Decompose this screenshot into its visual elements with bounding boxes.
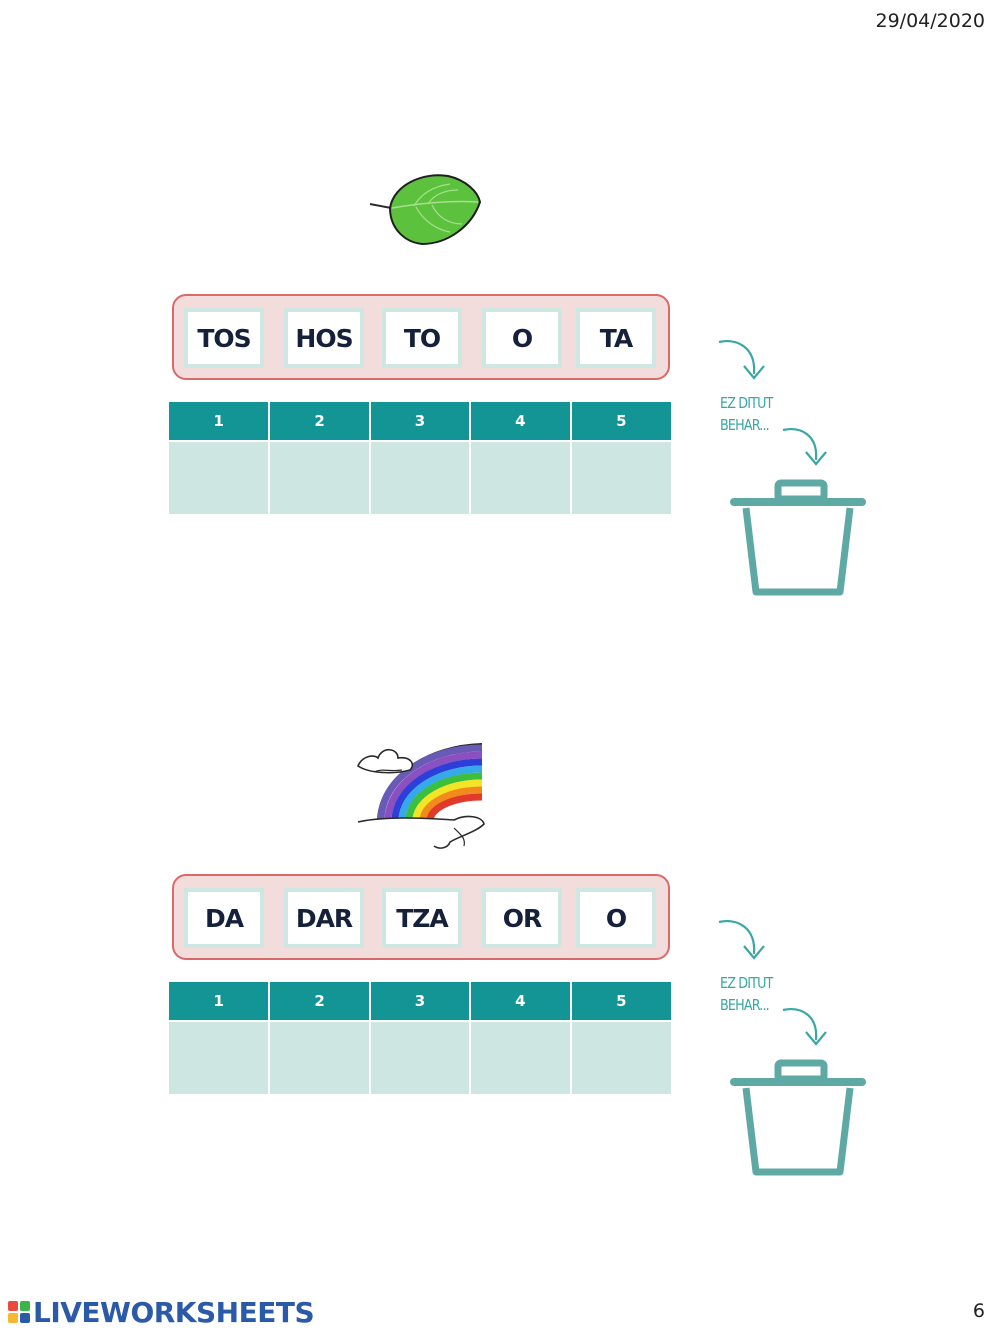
syllable-tile[interactable]: TOS — [184, 308, 264, 368]
syllable-tile[interactable]: TO — [382, 308, 462, 368]
curved-arrow-icon — [782, 1008, 827, 1046]
drop-slot[interactable] — [169, 440, 270, 514]
syllable-tile[interactable]: HOS — [284, 308, 364, 368]
logo-square — [20, 1301, 30, 1311]
drop-slot[interactable] — [268, 1020, 370, 1094]
logo-square — [20, 1313, 30, 1323]
logo-mark-icon — [8, 1301, 30, 1323]
syllable-tile[interactable]: DA — [184, 888, 264, 948]
discard-note-line: BEHAR... — [720, 996, 770, 1014]
column-header: 5 — [569, 402, 671, 441]
syllable-tile[interactable]: OR — [482, 888, 562, 948]
trash-bin-icon[interactable] — [730, 1058, 866, 1180]
syllable-tray: DA DAR TZA OR O — [172, 874, 670, 960]
drop-slot[interactable] — [469, 1020, 571, 1094]
column-header: 3 — [368, 402, 471, 441]
curved-arrow-icon — [718, 920, 765, 960]
syllable-tile[interactable]: TZA — [382, 888, 462, 948]
discard-note: EZ DITUT BEHAR... — [720, 392, 773, 436]
rainbow-picture — [357, 743, 485, 849]
column-header: 2 — [268, 402, 370, 441]
liveworksheets-logo[interactable]: LIVEWORKSHEETS — [8, 1295, 315, 1329]
column-header: 2 — [268, 982, 370, 1021]
drop-slot[interactable] — [169, 1020, 270, 1094]
drop-slot[interactable] — [469, 440, 571, 514]
leaf-picture — [369, 174, 482, 246]
column-header: 3 — [368, 982, 471, 1021]
discard-note-line: EZ DITUT — [720, 974, 773, 992]
logo-square — [8, 1301, 18, 1311]
answer-table: 1 2 3 4 5 — [169, 402, 671, 514]
trash-bin-icon[interactable] — [730, 478, 866, 600]
curved-arrow-icon — [718, 340, 765, 380]
column-header: 5 — [569, 982, 671, 1021]
syllable-tile[interactable]: O — [576, 888, 656, 948]
drop-slot[interactable] — [569, 440, 671, 514]
column-header: 1 — [169, 402, 270, 441]
column-header: 1 — [169, 982, 270, 1021]
discard-note: EZ DITUT BEHAR... — [720, 972, 773, 1016]
date-label: 29/04/2020 — [875, 10, 985, 32]
drop-slot[interactable] — [368, 1020, 471, 1094]
drop-slot[interactable] — [368, 440, 471, 514]
syllable-tray: TOS HOS TO O TA — [172, 294, 670, 380]
logo-square — [8, 1313, 18, 1323]
curved-arrow-icon — [782, 428, 827, 466]
logo-text: LIVEWORKSHEETS — [33, 1295, 315, 1329]
column-header: 4 — [469, 402, 571, 441]
answer-table: 1 2 3 4 5 — [169, 982, 671, 1094]
column-header: 4 — [469, 982, 571, 1021]
drop-slot[interactable] — [268, 440, 370, 514]
syllable-tile[interactable]: O — [482, 308, 562, 368]
page-number: 6 — [972, 1300, 985, 1322]
syllable-tile[interactable]: DAR — [284, 888, 364, 948]
discard-note-line: BEHAR... — [720, 416, 770, 434]
drop-slot[interactable] — [569, 1020, 671, 1094]
syllable-tile[interactable]: TA — [576, 308, 656, 368]
discard-note-line: EZ DITUT — [720, 394, 773, 412]
